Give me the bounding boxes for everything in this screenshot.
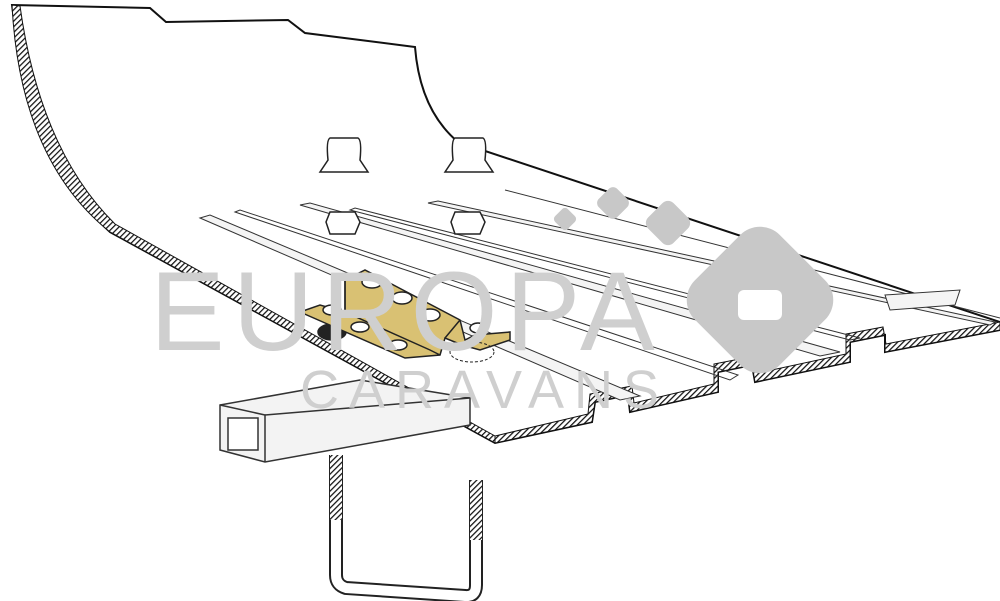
cap-nut-icon — [443, 137, 495, 173]
mounting-nuts — [318, 137, 495, 235]
u-bolt — [329, 455, 483, 601]
mounting-bracket — [297, 269, 511, 363]
chassis-beam — [219, 379, 471, 463]
hex-nut-icon — [325, 211, 361, 235]
watermark-logo: EUROPA CARAVANS — [150, 187, 834, 420]
watermark-text-europa: EUROPA — [150, 249, 663, 374]
watermark-text-caravans: CARAVANS — [300, 360, 669, 420]
cap-nut-icon — [318, 137, 370, 173]
hex-nut-icon — [450, 211, 486, 235]
watermark-diamond-icon — [553, 187, 834, 374]
